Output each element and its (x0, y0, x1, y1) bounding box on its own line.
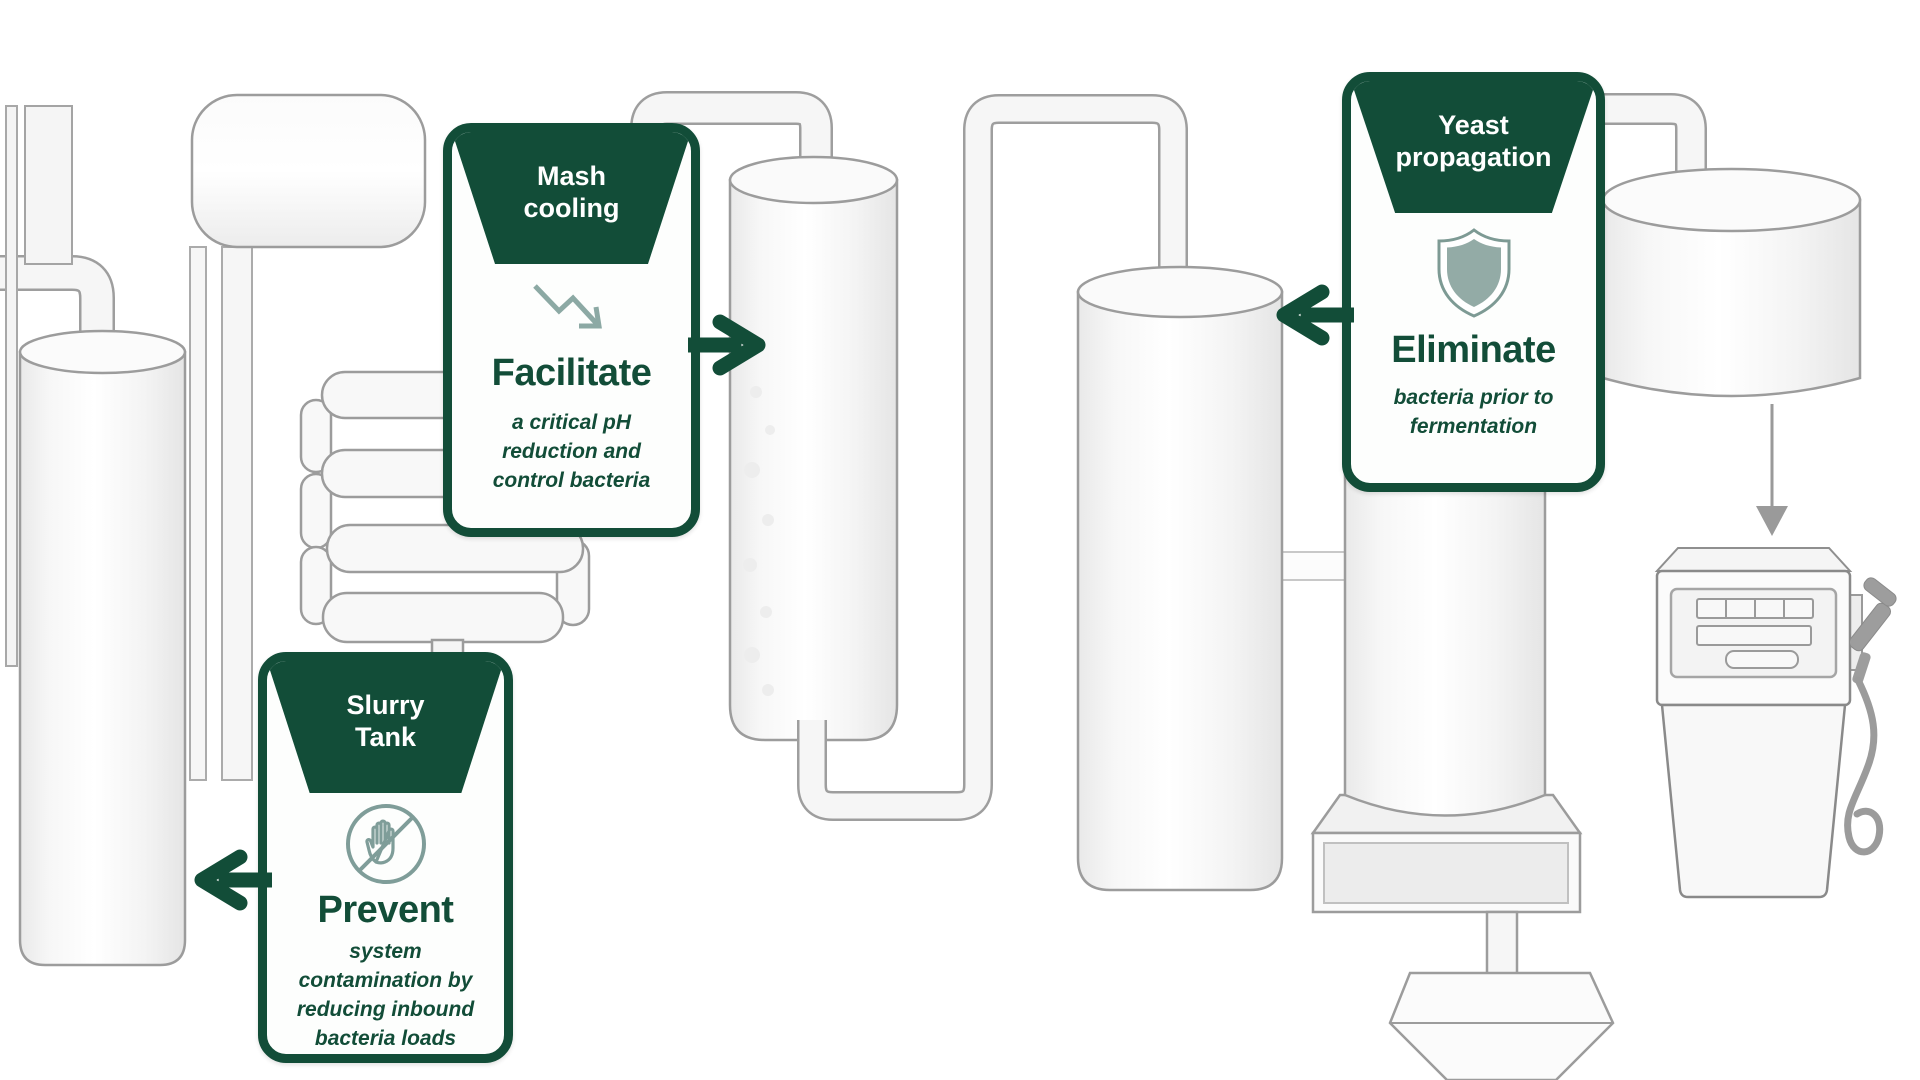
inlet-pipes (0, 105, 115, 667)
left-storage-cylinder (18, 329, 187, 967)
card-header-slurry-tank: Slurry Tank (267, 661, 504, 793)
discharge-hopper (1388, 971, 1615, 1080)
transfer-pipe (797, 94, 1188, 821)
fermentation-cylinder (1076, 265, 1284, 892)
arrow-left-icon (1276, 284, 1354, 346)
yeast-tank-feed-pipe (1598, 93, 1707, 212)
card-header-mash-cooling: Mash cooling (452, 132, 691, 264)
pump-display (1696, 598, 1814, 669)
pump-nozzle (1848, 577, 1897, 685)
card-description-slurry: system contamination by reducing inbound… (296, 940, 475, 1050)
card-header-yeast-propagation: Yeast propagation (1351, 81, 1596, 213)
shield-icon (1437, 228, 1510, 318)
no-touch-hand-icon (345, 804, 426, 884)
card-description-yeast: bacteria prior to fermentation (1393, 386, 1554, 438)
horizontal-holding-tank (189, 93, 427, 781)
yeast-holding-tank (1601, 167, 1862, 398)
callout-card-yeast-propagation: Yeast propagation Eliminate bacteria pri… (1342, 72, 1605, 492)
callout-card-slurry-tank: Slurry Tank Prevent system contamination… (258, 652, 513, 1063)
distillation-column-with-pedestal (1310, 398, 1615, 1080)
card-verb-eliminate: Eliminate (1391, 329, 1556, 371)
column-bubbles (743, 386, 775, 696)
card-verb-prevent: Prevent (317, 889, 454, 931)
pump-hose (1844, 676, 1884, 856)
down-flow-arrow (1756, 404, 1788, 536)
card-description-mash: a critical pH reduction and control bact… (492, 411, 651, 492)
arrow-right-icon (688, 314, 766, 376)
process-column (728, 155, 899, 742)
fuel-dispenser (1654, 547, 1897, 899)
arrow-left-icon (194, 849, 272, 911)
decline-zigzag-arrow-icon (532, 284, 602, 329)
card-verb-facilitate: Facilitate (491, 352, 652, 394)
column-feed-pipe (630, 91, 833, 180)
callout-card-mash-cooling: Mash cooling Facilitate a critical pH re… (443, 123, 700, 537)
